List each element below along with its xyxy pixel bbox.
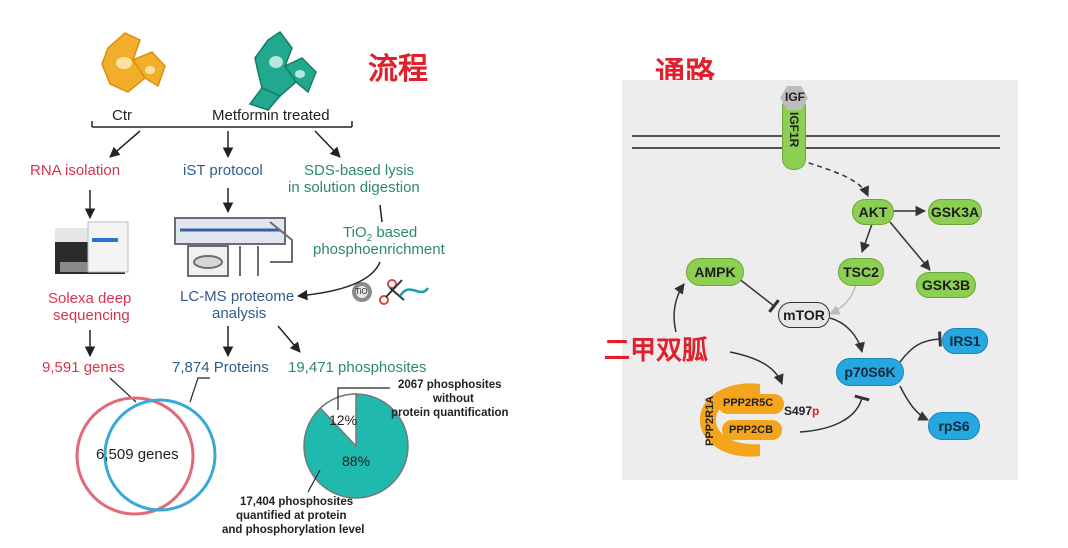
pie-annotation-bottom-1: 17,404 phosphosites xyxy=(240,496,354,508)
solexa-label-line2: sequencing xyxy=(53,307,130,324)
pie-annotation-top-2: without xyxy=(433,393,474,405)
sequencer-icon xyxy=(55,221,129,274)
s497-site-label: S497p xyxy=(784,404,820,418)
igf-ligand xyxy=(780,86,808,110)
igf-label: IGF xyxy=(785,90,805,104)
workflow-heading: 流程 xyxy=(368,52,428,87)
solution-digestion-label: in solution digestion xyxy=(288,179,420,196)
node-tsc2: TSC2 xyxy=(838,258,884,286)
lcms-label-line2: analysis xyxy=(212,305,267,322)
phosphosites-count: 19,471 phosphosites xyxy=(288,359,427,376)
pie-annotation-top-3: protein quantification xyxy=(391,407,509,419)
pie-slice-unquantified xyxy=(319,393,357,448)
rna-isolation-label: RNA isolation xyxy=(30,162,121,179)
node-irs1: IRS1 xyxy=(942,328,988,354)
node-gsk3b: GSK3B xyxy=(916,272,976,298)
ppp2cb-label: PPP2CB xyxy=(729,424,774,436)
ctr-label: Ctr xyxy=(112,107,132,124)
treated-label: Metformin treated xyxy=(212,107,330,124)
pp2a-complex xyxy=(700,383,784,457)
node-akt: AKT xyxy=(852,199,894,225)
sds-lysis-label: SDS-based lysis xyxy=(304,162,415,179)
genes-count: 9,591 genes xyxy=(42,359,125,376)
node-mtor: mTOR xyxy=(778,302,830,328)
treated-cells-icon xyxy=(248,30,317,111)
lcms-label-line1: LC-MS proteome xyxy=(180,288,295,305)
tio2-label: TiO2 based xyxy=(343,224,418,244)
pie-large-label: 88% xyxy=(342,453,371,469)
lcms-instrument-icon xyxy=(174,217,293,277)
phosphoenrichment-label: phosphoenrichment xyxy=(313,241,445,258)
ppp2r1a-label: PPP2R1A xyxy=(704,395,716,446)
venn-diagram xyxy=(75,396,217,516)
ctr-cells-icon xyxy=(101,32,166,93)
pie-annotation-bottom-3: and phosphorylation level xyxy=(222,524,365,536)
tio-badge-label: TiO xyxy=(355,287,368,296)
igf1r-label: IGF1R xyxy=(787,112,801,148)
scissors-icon xyxy=(379,279,430,305)
proteins-count: 7,874 Proteins xyxy=(172,359,269,376)
node-rps6: rpS6 xyxy=(928,412,980,440)
pie-small-label: 12% xyxy=(329,412,358,428)
tio2-bead-icon xyxy=(352,282,372,302)
node-gsk3a: GSK3A xyxy=(928,199,982,225)
node-ampk: AMPK xyxy=(686,258,744,286)
node-p70s6k: p70S6K xyxy=(836,358,904,386)
phosphosite-pie-chart xyxy=(303,393,409,499)
pie-annotation-top-1: 2067 phosphosites xyxy=(398,379,502,391)
solexa-label-line1: Solexa deep xyxy=(48,290,132,307)
workflow-diagram xyxy=(55,30,430,516)
drug-label: 二甲双胍 xyxy=(604,336,709,366)
pie-annotation-bottom-2: quantified at protein xyxy=(236,510,347,522)
ist-protocol-label: iST protocol xyxy=(183,162,263,179)
venn-overlap-label: 6,509 genes xyxy=(96,446,179,463)
ppp2r5c-label: PPP2R5C xyxy=(723,397,774,409)
